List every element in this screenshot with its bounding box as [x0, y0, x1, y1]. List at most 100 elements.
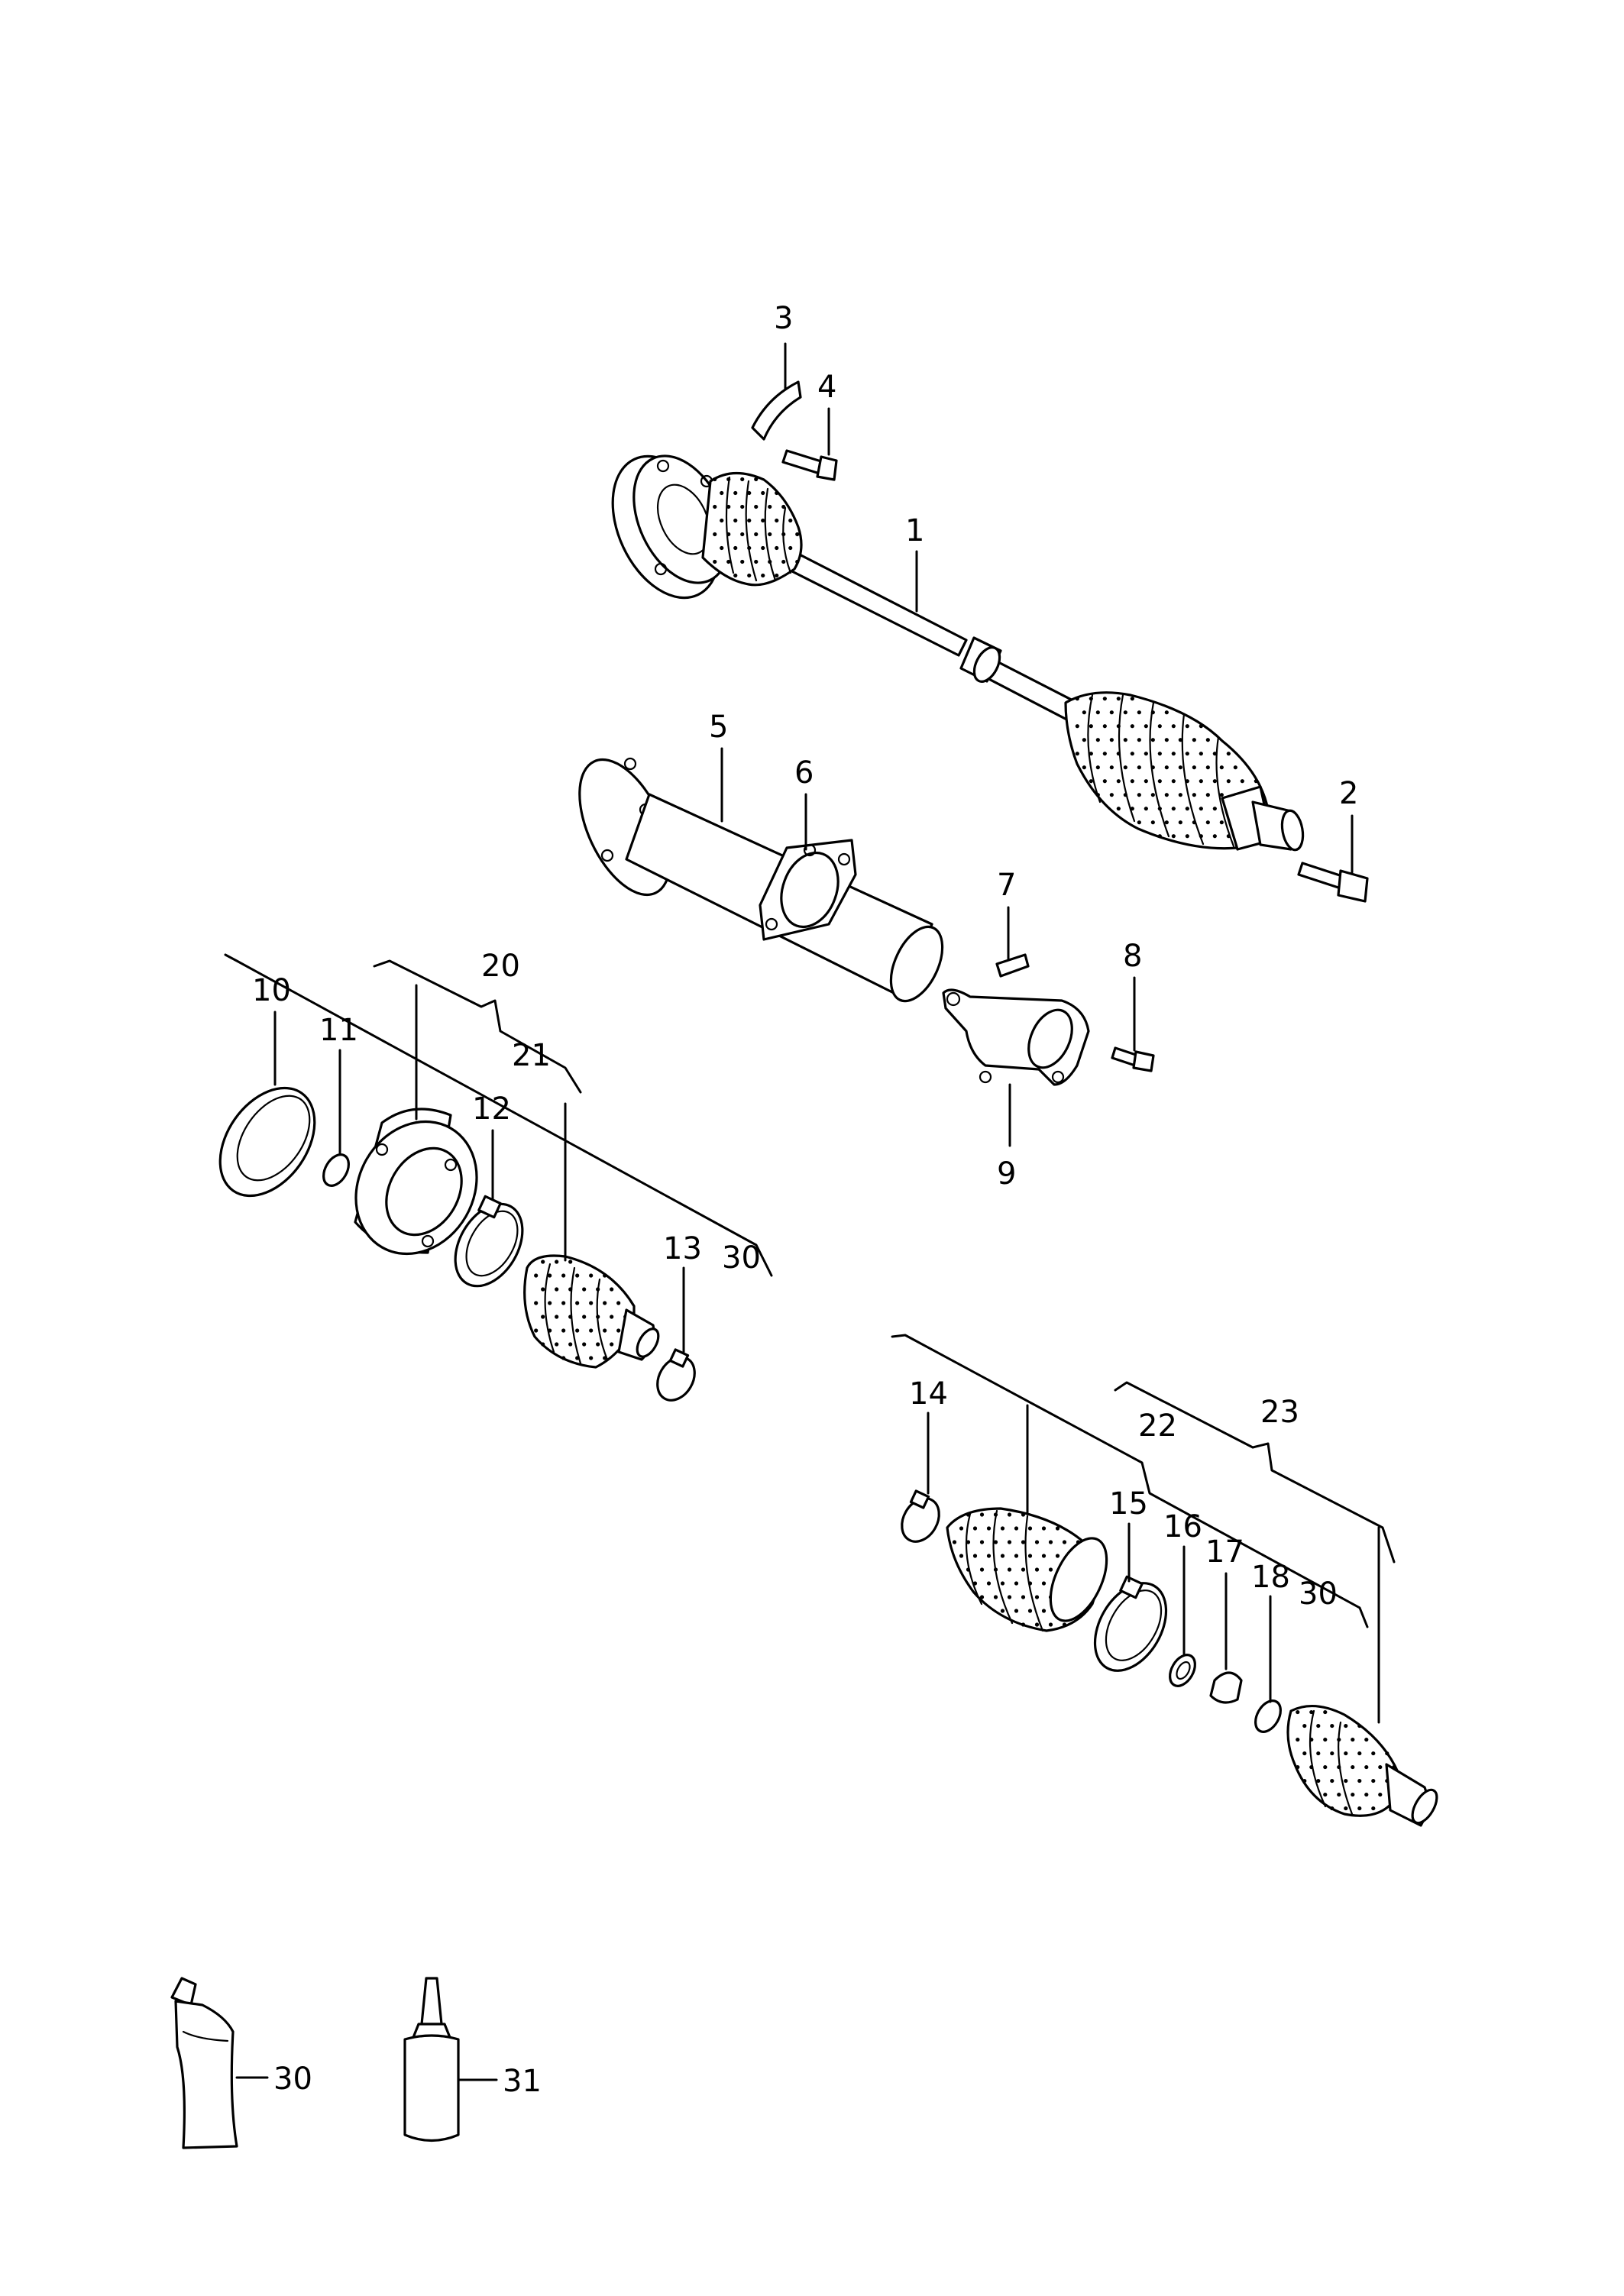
boot-dot — [534, 1301, 539, 1305]
boot-dot — [1171, 724, 1176, 729]
boot-dot — [952, 1540, 957, 1544]
boot-dot — [589, 1301, 594, 1305]
boot-dot — [1371, 1751, 1376, 1756]
boot-dot — [1041, 1609, 1047, 1613]
boot-dot — [1109, 738, 1114, 742]
boot-dot — [1082, 765, 1086, 770]
boot-dot — [555, 1315, 559, 1319]
boot-dot — [795, 559, 800, 564]
boot-dot — [1075, 752, 1079, 756]
boot-dot — [1344, 1778, 1348, 1783]
boot-dot — [1205, 793, 1210, 797]
boot-dot — [740, 504, 745, 509]
label-7: 7 — [997, 868, 1016, 903]
label-18: 18 — [1251, 1560, 1290, 1595]
boot-dot — [1233, 765, 1237, 770]
boot-dot — [761, 518, 765, 523]
boot-dot — [1344, 1806, 1348, 1811]
boot-dot — [1185, 807, 1189, 811]
boot-dot — [1219, 765, 1224, 770]
boot-dot — [1021, 1595, 1026, 1599]
drive-shaft-assembly — [611, 454, 1305, 852]
boot-dot — [768, 504, 772, 509]
boot-dot — [720, 518, 724, 523]
boot-dot — [1157, 834, 1162, 839]
boot-dot — [1014, 1526, 1019, 1531]
boot-dot — [1000, 1526, 1005, 1531]
boot-dot — [1323, 1764, 1328, 1770]
boot-dot — [1199, 779, 1203, 784]
boot-dot — [1034, 1595, 1040, 1599]
boot-dot — [1364, 1792, 1369, 1797]
boot-dot — [713, 477, 717, 482]
boot-dot — [1102, 779, 1107, 784]
boot-dot — [589, 1356, 594, 1360]
boot-dot — [1330, 1778, 1334, 1783]
boot-dot — [1171, 807, 1176, 811]
boot-dot — [740, 532, 745, 537]
boot-dot — [754, 532, 759, 537]
boot-dot — [720, 490, 724, 496]
boot-dot — [603, 1301, 607, 1305]
boot-dot — [775, 545, 779, 551]
boot-dot — [1171, 834, 1176, 839]
bearing-flange-plate — [759, 839, 857, 941]
boot-dot — [1021, 1622, 1026, 1627]
boot-dot — [1185, 724, 1189, 729]
boot-dot — [1226, 752, 1231, 756]
boot-dot — [1178, 738, 1182, 742]
boot-dot — [1323, 1709, 1328, 1715]
boot-dot — [1164, 793, 1169, 797]
boot-dot — [541, 1342, 545, 1347]
boot-dot — [1178, 793, 1182, 797]
boot-dot — [775, 490, 779, 496]
boot-dot — [761, 490, 765, 496]
boot-dot — [1144, 807, 1148, 811]
boot-dot — [740, 559, 745, 564]
boot-dot — [603, 1328, 607, 1333]
boot-dot — [720, 545, 724, 551]
boot-dot — [1109, 793, 1114, 797]
boot-dot — [1055, 1526, 1060, 1531]
boot-dot — [1302, 1723, 1307, 1728]
boot-dot — [1007, 1512, 1012, 1517]
label-6: 6 — [794, 755, 814, 791]
boot-dot — [1157, 724, 1162, 729]
boot-dot — [1130, 752, 1134, 756]
boot-dot — [740, 477, 745, 482]
boot-dot — [589, 1273, 594, 1278]
boot-dot — [1144, 724, 1148, 729]
boot-dot — [1021, 1540, 1026, 1544]
boot-dot — [1150, 820, 1155, 825]
boot-dot — [1021, 1567, 1026, 1572]
boot-dot — [1014, 1581, 1019, 1586]
leader-lines — [224, 342, 1396, 2081]
boot-dot — [795, 532, 800, 537]
boot-dot — [1062, 1622, 1067, 1627]
boot-dot — [596, 1342, 600, 1347]
boot-dot — [1219, 820, 1224, 825]
boot-dot — [1330, 1723, 1334, 1728]
boot-dot — [775, 518, 779, 523]
boot-dot — [979, 1512, 985, 1517]
boot-dot — [1034, 1540, 1040, 1544]
boot-dot — [1316, 1751, 1321, 1756]
boot-dot — [1048, 1540, 1053, 1544]
boot-dot — [582, 1287, 587, 1292]
boot-dot — [603, 1273, 607, 1278]
boot-dot — [582, 1315, 587, 1319]
boot-dot — [1095, 710, 1100, 715]
boot-dot — [1157, 752, 1162, 756]
boot-dot — [1000, 1609, 1005, 1613]
boot-dot — [616, 1301, 621, 1305]
boot-dot — [589, 1328, 594, 1333]
boot-dot — [610, 1287, 614, 1292]
boot-dot — [979, 1567, 985, 1572]
boot-dot — [1048, 1622, 1053, 1627]
boot-dot — [534, 1273, 539, 1278]
boot-dot — [1219, 793, 1224, 797]
label-22: 22 — [1138, 1408, 1177, 1444]
boot-dot — [1095, 765, 1100, 770]
